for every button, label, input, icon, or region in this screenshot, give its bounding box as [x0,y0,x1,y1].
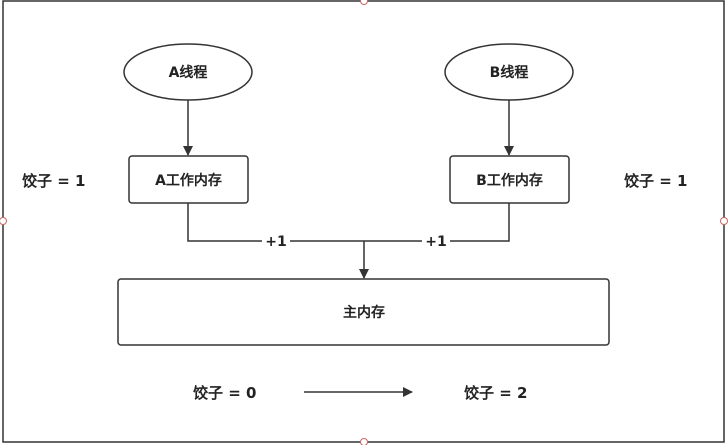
edge-label-a: +1 [265,234,286,250]
work-mem-a-label: A工作内存 [155,172,222,189]
thread-b-label: B线程 [490,64,529,81]
frame-handle-left[interactable] [0,217,7,225]
work-mem-b-connector [364,203,510,242]
frame-handle-right[interactable] [720,217,728,225]
edge-label-a-bg [262,232,290,250]
main-mem-label: 主内存 [343,304,385,321]
frame-handle-bottom[interactable] [360,438,368,445]
main-mem-node[interactable] [117,278,610,346]
work-mem-a-connector [187,203,364,242]
after-value-annotation: 饺子 = 2 [464,384,527,402]
edge-label-b: +1 [425,234,446,250]
edge-label-b-bg [422,232,450,250]
work-mem-b-label: B工作内存 [476,172,543,189]
before-value-annotation: 饺子 = 0 [193,384,256,402]
thread-a-label: A线程 [169,64,208,81]
frame-handle-top[interactable] [360,0,368,5]
right-value-annotation: 饺子 = 1 [624,172,687,190]
left-value-annotation: 饺子 = 1 [22,172,85,190]
